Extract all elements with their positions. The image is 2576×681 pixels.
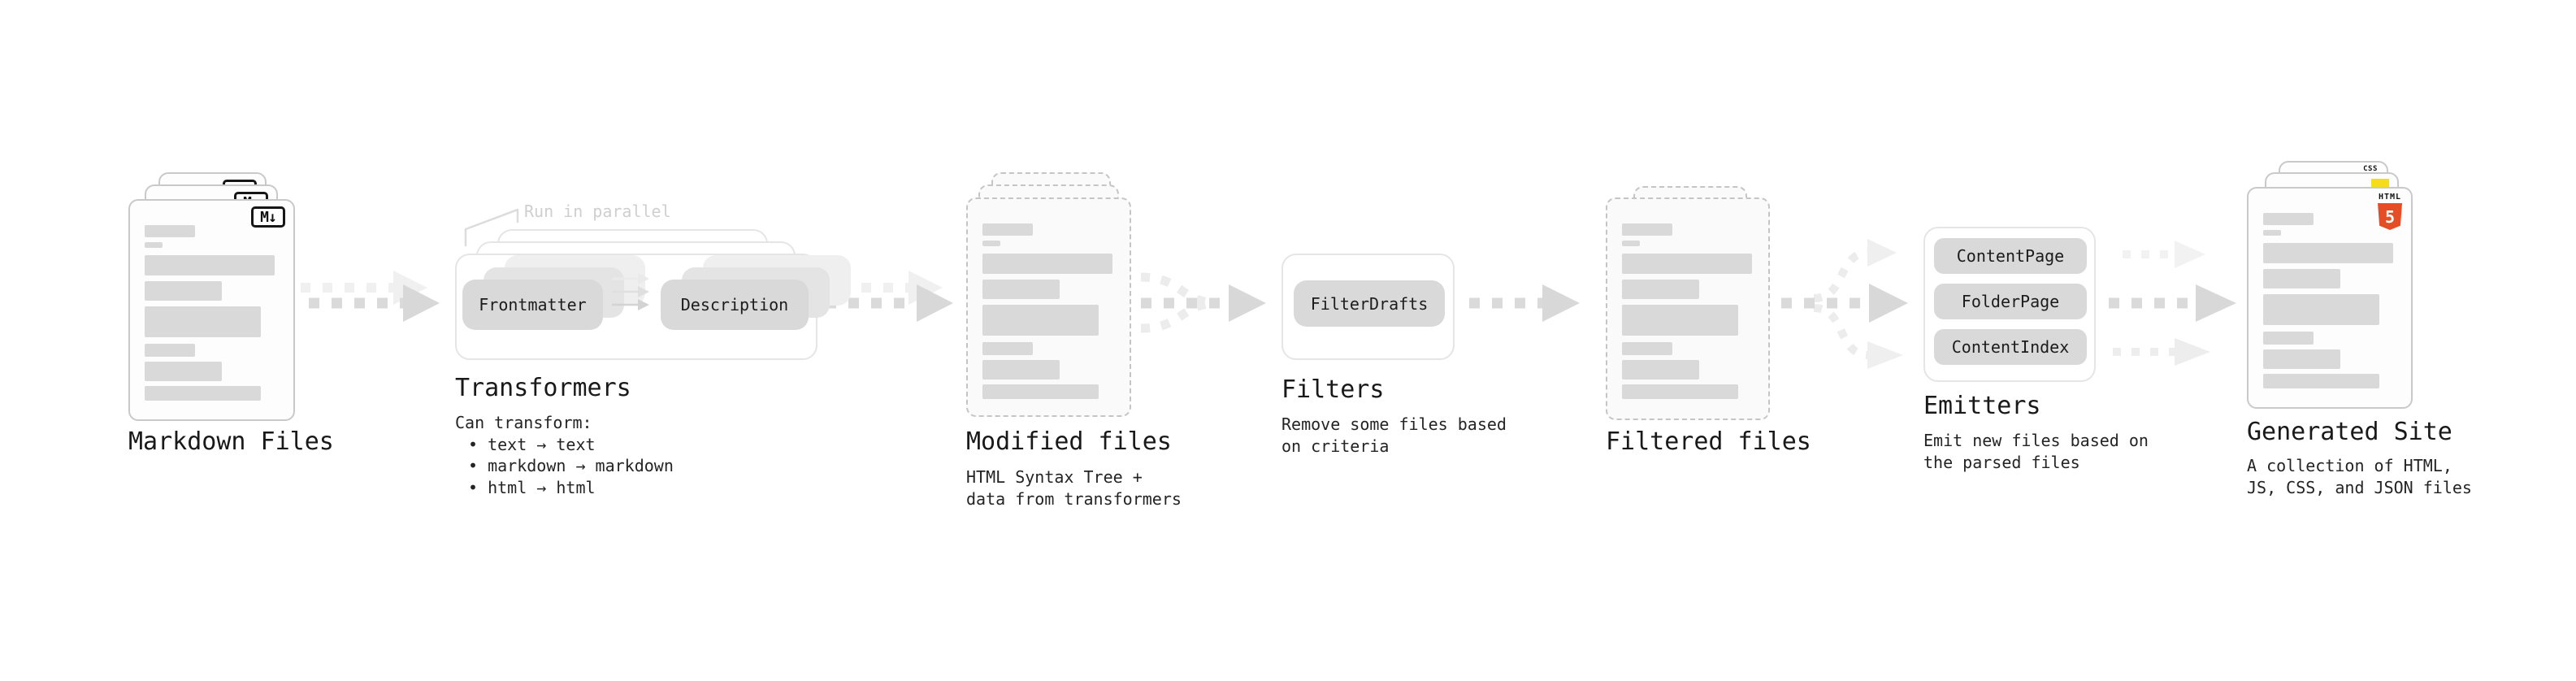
placeholder-bar	[1622, 360, 1699, 380]
transformers-label: Transformers	[455, 374, 631, 402]
placeholder-bar	[1622, 280, 1699, 299]
placeholder-bar	[145, 225, 195, 237]
folder-page-node: FolderPage	[1934, 284, 2087, 319]
run-in-parallel-note: Run in parallel	[524, 202, 671, 221]
placeholder-bar	[2263, 374, 2379, 388]
placeholder-bar	[145, 242, 163, 248]
transformers-description: Can transform: • text → text • markdown …	[455, 412, 674, 498]
frontmatter-node: Frontmatter	[462, 280, 603, 330]
description-line: on criteria	[1281, 436, 1390, 456]
placeholder-bar	[2263, 294, 2379, 325]
placeholder-bar	[982, 254, 1112, 274]
placeholder-bar	[982, 384, 1099, 399]
description-line: • markdown → markdown	[468, 456, 674, 475]
placeholder-bar	[982, 223, 1033, 236]
filter-drafts-node: FilterDrafts	[1294, 280, 1445, 327]
emitters-label: Emitters	[1923, 392, 2041, 420]
placeholder-bar	[1622, 384, 1738, 399]
description-line: • text → text	[468, 434, 596, 454]
css-icon-text: CSS	[2363, 165, 2378, 173]
placeholder-bar	[2263, 230, 2281, 236]
placeholder-bar	[1622, 305, 1738, 336]
placeholder-bar	[145, 281, 222, 301]
html5-icon-text: HTML	[2378, 193, 2402, 202]
description-line: • html → html	[468, 477, 596, 497]
filters-label: Filters	[1281, 375, 1385, 404]
modified-files-description: HTML Syntax Tree + data from transformer…	[966, 466, 1182, 510]
placeholder-bar	[145, 344, 195, 357]
placeholder-bar	[1622, 241, 1640, 246]
arrow-filters-to-filtered	[1469, 284, 1580, 322]
generated-file-card-html: HTML 5	[2247, 187, 2413, 409]
description-line: Emit new files based on	[1923, 431, 2149, 450]
markdown-file-card-front: M↓	[128, 199, 295, 421]
placeholder-bar	[1622, 254, 1752, 274]
placeholder-bar	[2263, 269, 2340, 288]
modified-file-card-front	[966, 197, 1131, 417]
placeholder-bar	[2263, 213, 2314, 225]
placeholder-bar	[982, 280, 1060, 299]
description-line: data from transformers	[966, 488, 1182, 509]
markdown-icon: M↓	[251, 206, 285, 228]
description-line: Can transform:	[455, 413, 592, 432]
placeholder-bar	[145, 362, 222, 381]
html5-icon-shield: 5	[2378, 203, 2402, 230]
filtered-files-label: Filtered files	[1606, 427, 1811, 456]
arrow-emitters-to-generated	[2109, 241, 2236, 366]
placeholder-bar	[982, 305, 1099, 336]
description-node: Description	[661, 280, 809, 330]
content-page-node: ContentPage	[1934, 238, 2087, 274]
arrow-filtered-to-emitters	[1781, 239, 1908, 369]
filters-description: Remove some files based on criteria	[1281, 414, 1507, 457]
generated-site-label: Generated Site	[2247, 418, 2452, 446]
js-icon	[2371, 179, 2389, 189]
placeholder-bar	[982, 241, 1000, 246]
html5-icon-number: 5	[2384, 206, 2396, 227]
description-line: the parsed files	[1923, 452, 2080, 472]
modified-files-label: Modified files	[966, 427, 1172, 456]
placeholder-bar	[982, 360, 1060, 380]
content-index-node: ContentIndex	[1934, 329, 2087, 365]
html5-icon: HTML 5	[2376, 193, 2404, 230]
placeholder-bar	[982, 342, 1033, 355]
placeholder-bar	[145, 386, 261, 401]
placeholder-bar	[1622, 342, 1672, 355]
filtered-file-card-front	[1606, 197, 1770, 420]
description-line: JS, CSS, and JSON files	[2247, 477, 2472, 497]
emitters-description: Emit new files based on the parsed files	[1923, 430, 2149, 473]
placeholder-bar	[145, 255, 275, 275]
markdown-files-label: Markdown Files	[128, 427, 334, 456]
description-line: A collection of HTML,	[2247, 456, 2452, 475]
arrow-markdown-to-transformers	[301, 271, 440, 322]
placeholder-bar	[1622, 223, 1672, 236]
description-line: Remove some files based	[1281, 414, 1507, 434]
placeholder-bar	[2263, 243, 2393, 263]
placeholder-bar	[145, 306, 261, 337]
arrow-modified-to-filters	[1140, 272, 1266, 333]
description-line: HTML Syntax Tree +	[966, 467, 1143, 487]
generated-site-description: A collection of HTML, JS, CSS, and JSON …	[2247, 455, 2472, 498]
placeholder-bar	[2263, 332, 2314, 345]
placeholder-bar	[2263, 349, 2340, 369]
